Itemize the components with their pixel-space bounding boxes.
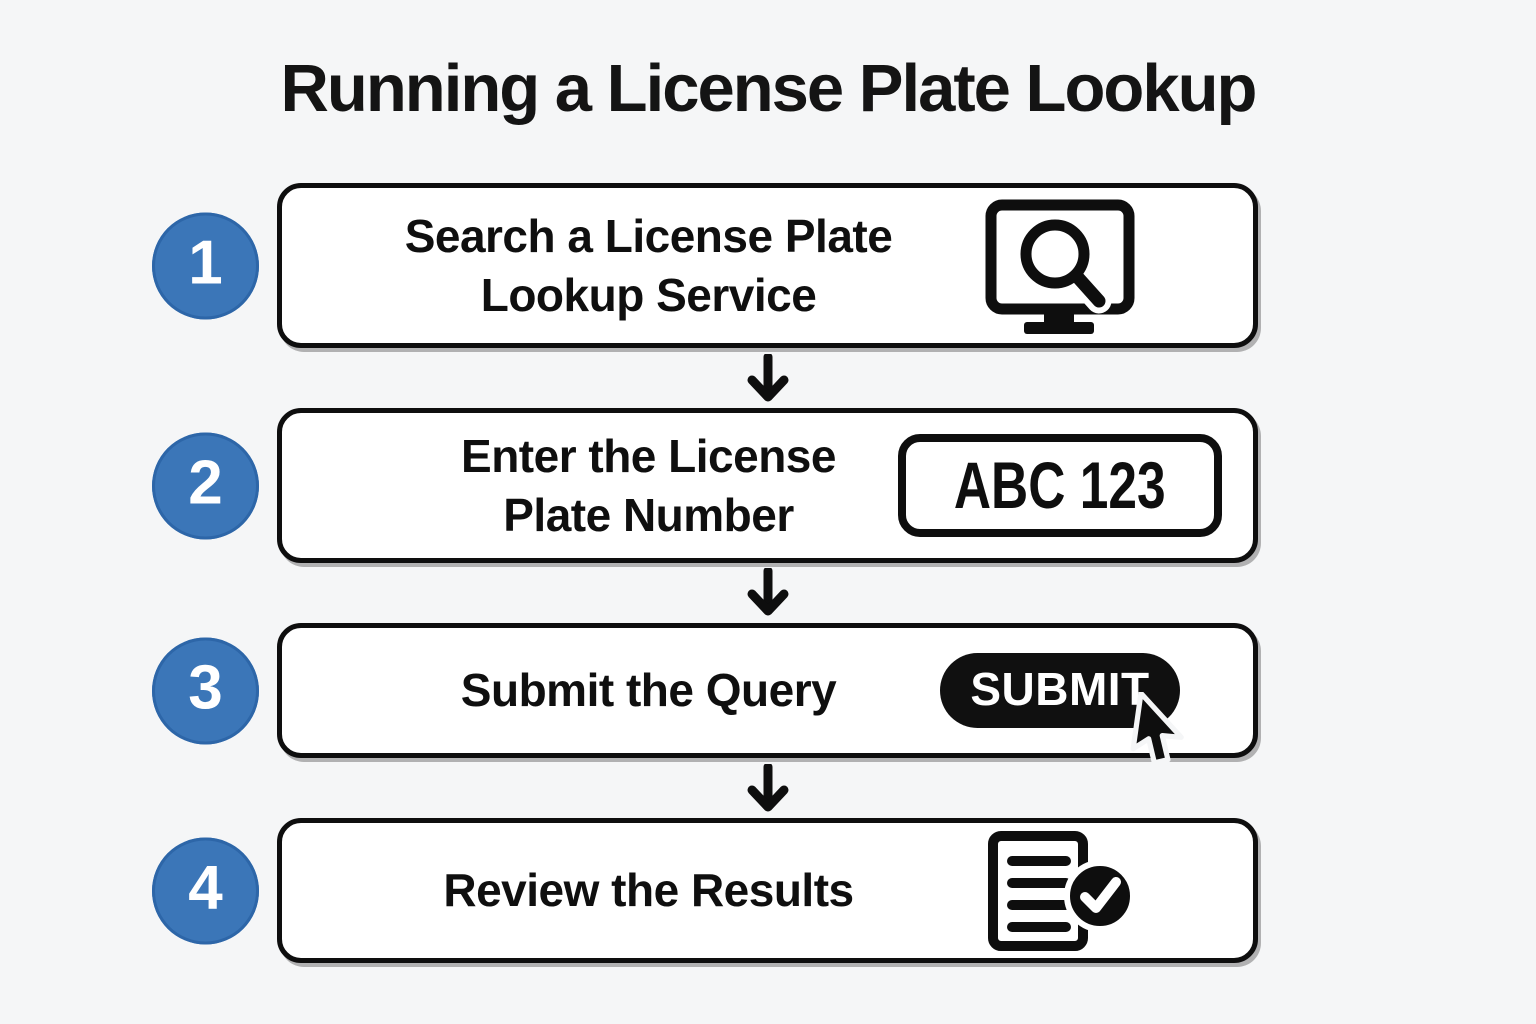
step-row-3: 3 Submit the Query SUBMIT: [0, 623, 1536, 766]
step-label-3: Submit the Query: [402, 661, 895, 720]
step-label-4: Review the Results: [402, 861, 895, 920]
step-number-badge-4: 4: [152, 837, 259, 944]
license-plate-icon: ABC 123: [898, 433, 1222, 538]
submit-button-cursor-icon: SUBMIT: [940, 653, 1184, 766]
step-number-badge-3: 3: [152, 637, 259, 744]
step-row-4: 4 Review the Results: [0, 818, 1536, 963]
step-label-1-line-1: Search a License Plate: [404, 209, 893, 262]
step-row-1: 1 Search a License Plate Lookup Service: [0, 183, 1536, 348]
step-box-4: Review the Results: [277, 818, 1258, 963]
document-check-icon: [988, 830, 1136, 951]
cursor-icon: [1130, 691, 1184, 766]
step-row-2: 2 Enter the License Plate Number ABC 123: [0, 408, 1536, 563]
step-label-4-line-1: Review the Results: [443, 864, 854, 917]
down-arrow-icon: [747, 764, 789, 812]
step-icon-area-4: [895, 830, 1225, 952]
step-label-2-line-2: Plate Number: [503, 488, 794, 541]
step-number-1: 1: [188, 228, 223, 298]
step-box-1: Search a License Plate Lookup Service: [277, 183, 1258, 348]
step-number-badge-2: 2: [152, 432, 259, 539]
step-icon-area-3: SUBMIT: [895, 653, 1225, 766]
step-number-2: 2: [188, 448, 223, 518]
step-label-2: Enter the License Plate Number: [402, 427, 895, 545]
step-box-2: Enter the License Plate Number ABC 123: [277, 408, 1258, 563]
page-title: Running a License Plate Lookup: [280, 51, 1258, 126]
license-plate-text: ABC 123: [954, 447, 1166, 522]
step-label-1-line-2: Lookup Service: [480, 268, 817, 321]
step-label-3-line-1: Submit the Query: [460, 664, 837, 717]
step-number-badge-1: 1: [152, 212, 259, 319]
step-label-2-line-1: Enter the License: [461, 429, 836, 482]
step-icon-area-2: ABC 123: [895, 433, 1225, 538]
step-number-4: 4: [188, 853, 223, 923]
step-label-1: Search a License Plate Lookup Service: [402, 207, 895, 325]
step-number-3: 3: [188, 653, 223, 723]
down-arrow-icon: [747, 568, 789, 616]
step-icon-area-1: [895, 198, 1225, 334]
monitor-search-icon: [985, 199, 1135, 334]
step-box-3: Submit the Query SUBMIT: [277, 623, 1258, 766]
down-arrow-icon: [747, 354, 789, 402]
